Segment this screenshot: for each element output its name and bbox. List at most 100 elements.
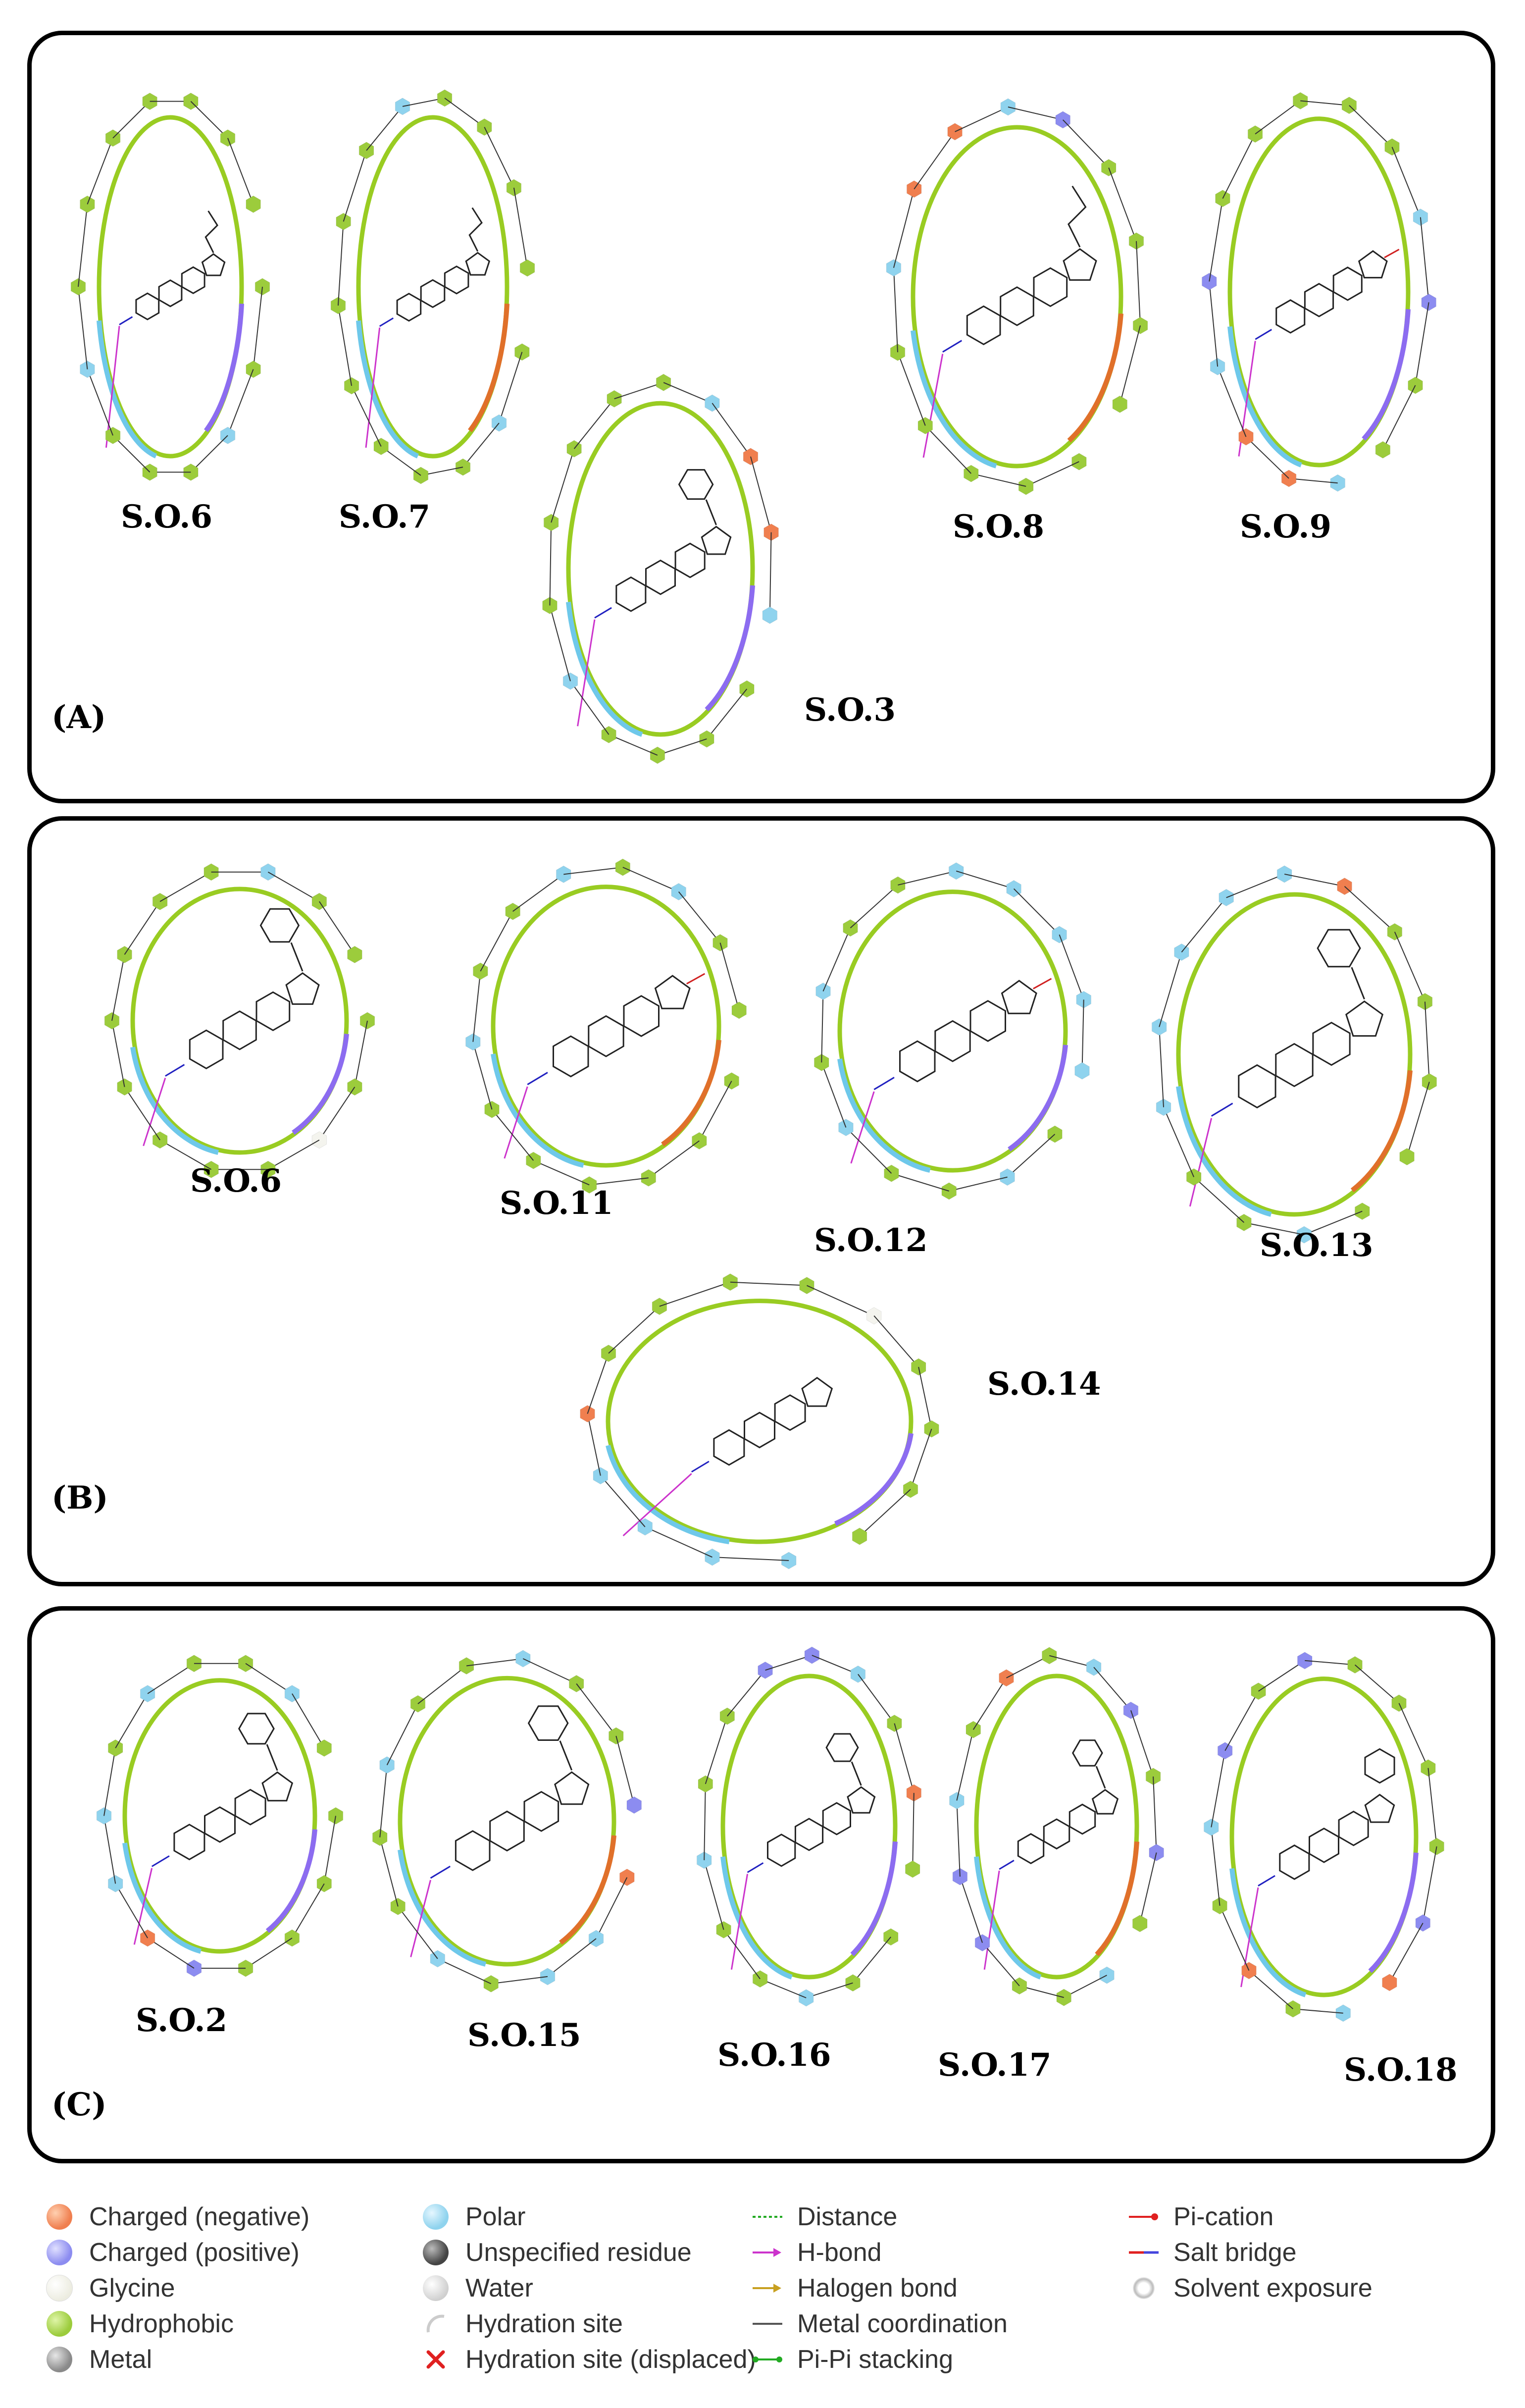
residue-marker [379,1756,395,1774]
backbone-link [1224,1691,1259,1751]
interaction-diagram [465,858,747,1194]
backbone-link [1163,1107,1195,1177]
bond [266,1744,278,1771]
residue-marker [142,93,157,110]
backbone-link [115,1883,148,1938]
legend-item: Charged (negative) [45,2199,309,2235]
residue-marker [142,463,157,481]
bond [290,942,304,972]
backbone-link [1159,952,1182,1027]
residue-marker [917,417,933,434]
legend-item: H-bond [753,2235,1008,2270]
interaction-diagram [949,1647,1164,2006]
aromatic-ring [527,1705,569,1741]
backbone-link [769,532,772,616]
charged-exposure-arc [661,1040,721,1147]
backbone-link [472,1042,493,1110]
backbone-link [1181,897,1227,953]
backbone-link [1255,100,1301,135]
hbond-line [365,327,381,448]
backbone-link [1049,1655,1094,1668]
backbone-link [1420,217,1429,303]
backbone-link [1354,1664,1400,1704]
residue-marker [1074,1062,1090,1080]
compound-name: S.O.16 [717,2037,831,2074]
backbone-link [614,382,664,400]
backbone-link [615,1735,635,1805]
backbone-link [1153,1776,1157,1853]
backbone-link [657,738,707,756]
backbone-link [227,369,254,436]
residue-marker [762,606,778,624]
steroid-ring [455,1830,491,1871]
interaction-diagram [580,1273,939,1570]
backbone-link [512,874,564,912]
backbone-link [1081,999,1084,1071]
hbond-line [730,1874,749,1970]
backbone-link [1288,477,1338,484]
aromatic-ring [678,469,714,500]
steroid-ring [969,1000,1006,1042]
binding-pocket-outline [911,125,1123,469]
legend-item: Metal [45,2342,309,2377]
steroid-ring [794,1818,824,1851]
backbone-link [551,448,575,523]
residue-marker [260,863,276,881]
steroid-d-ring [1358,250,1388,279]
interaction-diagram [372,1650,642,1992]
backbone-link [1284,873,1345,887]
residue-marker [999,1669,1014,1687]
backbone-link [491,1109,534,1161]
steroid-ring [222,1010,257,1050]
backbone-link [1245,436,1289,479]
backbone-link [898,870,957,886]
backbone-link [533,1160,590,1186]
solvent-exposure-icon [1133,2277,1155,2299]
residue-marker [652,1298,667,1315]
residue-marker [473,962,488,980]
binding-pocket-outline [1229,1676,1419,1997]
panel-a: (A) S.O.6 S.O.7 S.O.3 S.O.8 S.O.9 [27,31,1495,803]
backbone-link [910,1428,932,1490]
residue-marker [1421,1759,1436,1777]
backbone-link [1424,1001,1430,1082]
hbond-line [133,1868,153,1945]
backbone-link [159,871,212,902]
steroid-ring [135,292,160,320]
binding-pocket-outline [491,885,721,1168]
backbone-link [1244,1222,1305,1236]
residue-marker [1399,1148,1415,1166]
backbone-link [323,1816,336,1884]
backbone-link [608,1306,660,1354]
compound-name: S.O.15 [467,2017,581,2054]
steroid-ring [1275,299,1306,334]
hbond-line [983,1870,1000,1970]
steroid-d-ring [1063,248,1097,281]
backbone-link [513,187,528,268]
steroid-ring [645,559,676,595]
steroid-ring [744,1412,775,1449]
backbone-link [765,1655,813,1671]
backbone-link [343,150,367,222]
pi-pi-stacking-icon [753,2356,782,2362]
backbone-link [894,1723,915,1793]
steroid-ring [553,1035,589,1078]
residue-marker [477,118,492,136]
backbone-link [462,422,500,468]
steroid-ring [588,1015,624,1057]
residue-marker [458,1657,474,1675]
backbone-link [1222,134,1256,199]
charged-negative-icon [47,2204,72,2230]
residue-marker [582,1176,597,1194]
binding-pocket-outline [130,887,349,1155]
backbone-link [547,1938,597,1977]
interaction-diagram [330,89,535,484]
compound-name: S.O.11 [500,1185,613,1222]
backbone-link [1391,147,1421,218]
backbone-link [852,1937,891,1984]
charged-exposure-arc [705,585,755,712]
backbone-link [1398,1703,1429,1769]
residue-marker [519,259,535,277]
bond [705,499,717,525]
compound-name: S.O.13 [1260,1227,1373,1264]
